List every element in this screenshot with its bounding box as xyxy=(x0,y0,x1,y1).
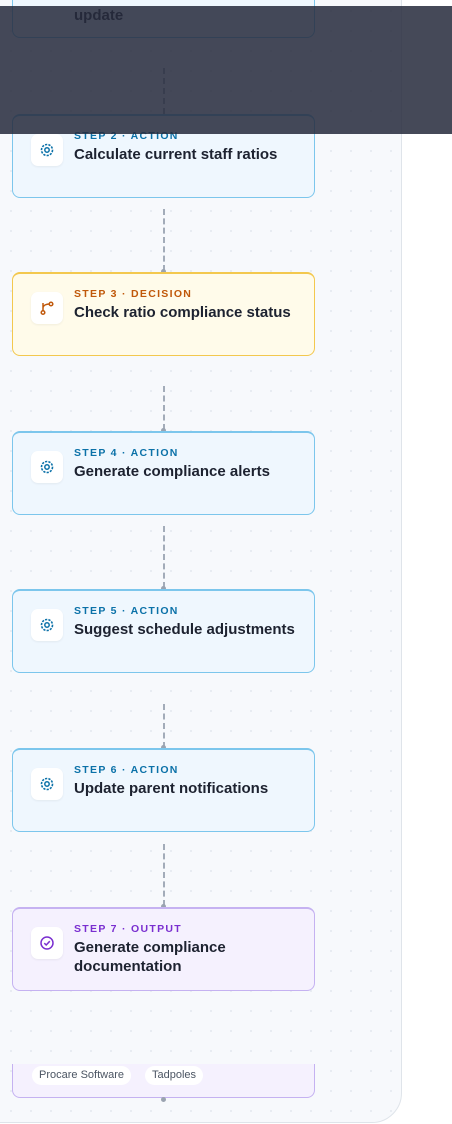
connector-6-7 xyxy=(163,844,165,906)
connector-dot xyxy=(161,904,166,909)
step-7-title: Generate compliance documentation xyxy=(74,939,226,975)
connector-dot xyxy=(161,1097,166,1102)
connector-3-4 xyxy=(163,386,165,430)
step-3-title: Check ratio compliance status xyxy=(74,304,291,321)
modal-overlay xyxy=(0,6,452,134)
step-6-title: Update parent notifications xyxy=(74,780,269,797)
connector-4-5 xyxy=(163,526,165,588)
step-3-card[interactable]: STEP 3 · DECISION Check ratio compliance… xyxy=(12,272,315,356)
connector-dot xyxy=(161,428,166,433)
step-5-card[interactable]: STEP 5 · ACTION Suggest schedule adjustm… xyxy=(12,589,315,673)
connector-dot xyxy=(161,586,166,591)
branch-icon xyxy=(31,292,63,324)
step-3-label: STEP 3 · DECISION xyxy=(74,288,193,300)
integration-tag: Procare Software xyxy=(32,1066,131,1085)
step-6-card[interactable]: STEP 6 · ACTION Update parent notificati… xyxy=(12,748,315,832)
step-2-title: Calculate current staff ratios xyxy=(74,146,278,163)
step-6-label: STEP 6 · ACTION xyxy=(74,764,179,776)
settings-gear-icon xyxy=(31,451,63,483)
settings-gear-icon xyxy=(31,768,63,800)
settings-gear-icon xyxy=(31,609,63,641)
step-7-label: STEP 7 · OUTPUT xyxy=(74,923,182,935)
step-5-title: Suggest schedule adjustments xyxy=(74,621,295,638)
step-4-title: Generate compliance alerts xyxy=(74,463,270,480)
step-5-label: STEP 5 · ACTION xyxy=(74,605,179,617)
settings-gear-icon xyxy=(31,134,63,166)
step-7-card[interactable]: STEP 7 · OUTPUT Generate compliance docu… xyxy=(12,907,315,991)
check-circle-icon xyxy=(31,927,63,959)
connector-dot xyxy=(161,269,166,274)
step-4-label: STEP 4 · ACTION xyxy=(74,447,179,459)
step-4-card[interactable]: STEP 4 · ACTION Generate compliance aler… xyxy=(12,431,315,515)
integration-tag: Tadpoles xyxy=(145,1066,204,1085)
connector-5-6 xyxy=(163,704,165,748)
connector-dot xyxy=(161,745,166,750)
connector-2-3 xyxy=(163,209,165,271)
